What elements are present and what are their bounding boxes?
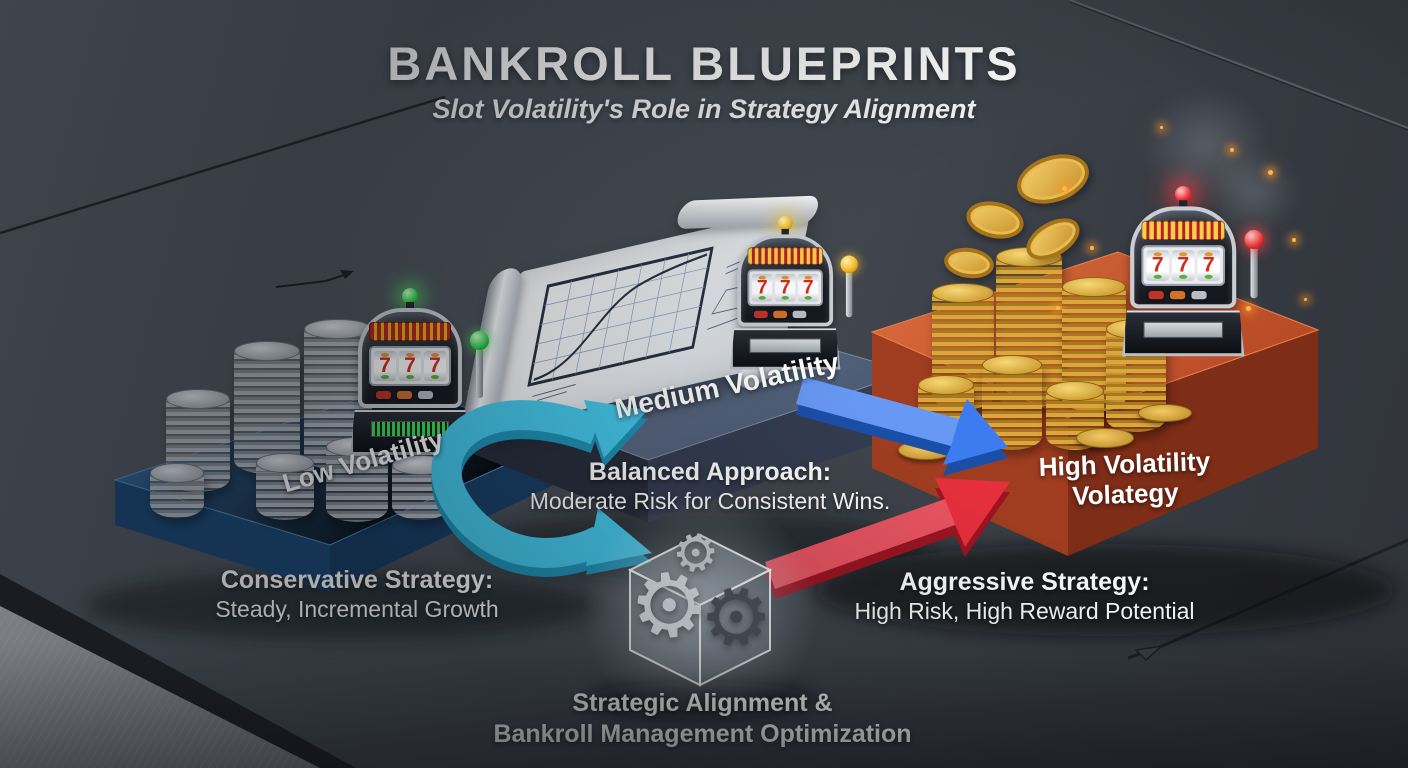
slot-buttons <box>1148 291 1218 300</box>
slot-lever <box>1244 229 1264 299</box>
smoke-effect <box>1205 150 1300 235</box>
slot-reel: 7 <box>1171 250 1195 281</box>
slot-lever <box>470 331 489 398</box>
conservative-strategy-text: Conservative Strategy: Steady, Increment… <box>172 566 542 623</box>
slot-cabinet: 7 7 7 <box>358 308 462 408</box>
balanced-approach-text: Balanced Approach: Moderate Risk for Con… <box>520 458 900 515</box>
caption-line1: Strategic Alignment & <box>572 689 833 717</box>
aggressive-strategy-text: Aggressive Strategy: High Risk, High Rew… <box>842 568 1207 625</box>
slot-light-red <box>1175 186 1192 203</box>
slot-display <box>1143 321 1223 338</box>
sketch-arrow <box>275 272 351 288</box>
slot-reel: 7 <box>1146 250 1169 281</box>
page-title: BANKROLL BLUEPRINTS <box>387 37 1021 90</box>
slot-cabinet: 7 7 7 <box>737 234 834 327</box>
slot-reel: 7 <box>798 273 819 302</box>
slot-marquee <box>747 247 823 265</box>
blueprint-chart <box>527 246 758 402</box>
aggressive-strategy-desc: High Risk, High Reward Potential <box>854 597 1195 624</box>
red-arrow <box>765 478 1010 599</box>
slot-light-yellow <box>777 216 793 231</box>
blue-arrow <box>796 377 1008 476</box>
gear-cube <box>582 492 818 710</box>
slot-marquee <box>1141 220 1226 241</box>
conservative-strategy-title: Conservative Strategy: <box>220 566 494 594</box>
slot-reels: 7 7 7 <box>747 269 823 307</box>
slot-display <box>371 421 449 437</box>
platform-shadow <box>85 572 595 640</box>
balanced-approach-desc: Moderate Risk for Consistent Wins. <box>529 487 891 514</box>
light-floor-texture <box>0 606 320 768</box>
slot-cabinet: 7 7 7 <box>1130 206 1237 309</box>
background-seam-line <box>1069 0 1408 129</box>
silver-coin-stack <box>256 453 314 520</box>
sketch-arrow-head <box>340 270 354 279</box>
slot-buttons <box>753 310 817 319</box>
page-subtitle: Slot Volatility's Role in Strategy Align… <box>432 94 976 124</box>
slot-light-stem <box>781 228 789 237</box>
slot-reel: 7 <box>424 351 446 381</box>
background-seam-line <box>0 95 446 235</box>
slot-marquee <box>369 322 451 341</box>
slot-reel: 7 <box>1197 250 1220 281</box>
slot-reels: 7 7 7 <box>1141 245 1226 286</box>
slot-display <box>749 338 822 354</box>
slot-light-stem <box>406 302 414 310</box>
slot-reel: 7 <box>399 351 421 381</box>
slot-reel: 7 <box>374 351 396 381</box>
aggressive-strategy-title: Aggressive Strategy: <box>899 568 1150 596</box>
bottom-caption: Strategic Alignment & Bankroll Managemen… <box>470 688 935 749</box>
floor-edge-band <box>0 574 356 768</box>
slot-lever <box>840 255 858 318</box>
slot-reel: 7 <box>775 273 796 302</box>
slot-machine-medium: 7 7 7 <box>730 216 858 370</box>
loose-gold-coin <box>1076 428 1134 448</box>
slot-reel: 7 <box>752 273 773 302</box>
blueprint-scroll <box>457 195 822 447</box>
background-seam-line <box>1069 1 1408 131</box>
smoke-effect <box>1140 88 1270 203</box>
slot-light-green <box>402 288 418 304</box>
balanced-approach-title: Balanced Approach: <box>588 458 832 486</box>
slot-buttons <box>376 391 444 399</box>
conservative-strategy-desc: Steady, Incremental Growth <box>215 595 499 622</box>
slot-reels: 7 7 7 <box>369 346 451 386</box>
silver-coin-stack <box>150 463 204 518</box>
loose-gold-coin <box>1138 404 1192 422</box>
silver-coin-stack <box>234 341 300 474</box>
label-high-volatility: High Volatility Volategy <box>999 446 1251 514</box>
caption-line2: Bankroll Management Optimization <box>493 719 912 748</box>
slot-machine-high: 7 7 7 <box>1122 186 1264 357</box>
seam-fold <box>1134 644 1165 662</box>
platform-shadow <box>815 544 1395 636</box>
slot-base <box>1122 310 1245 357</box>
slot-light-stem <box>1179 200 1188 209</box>
